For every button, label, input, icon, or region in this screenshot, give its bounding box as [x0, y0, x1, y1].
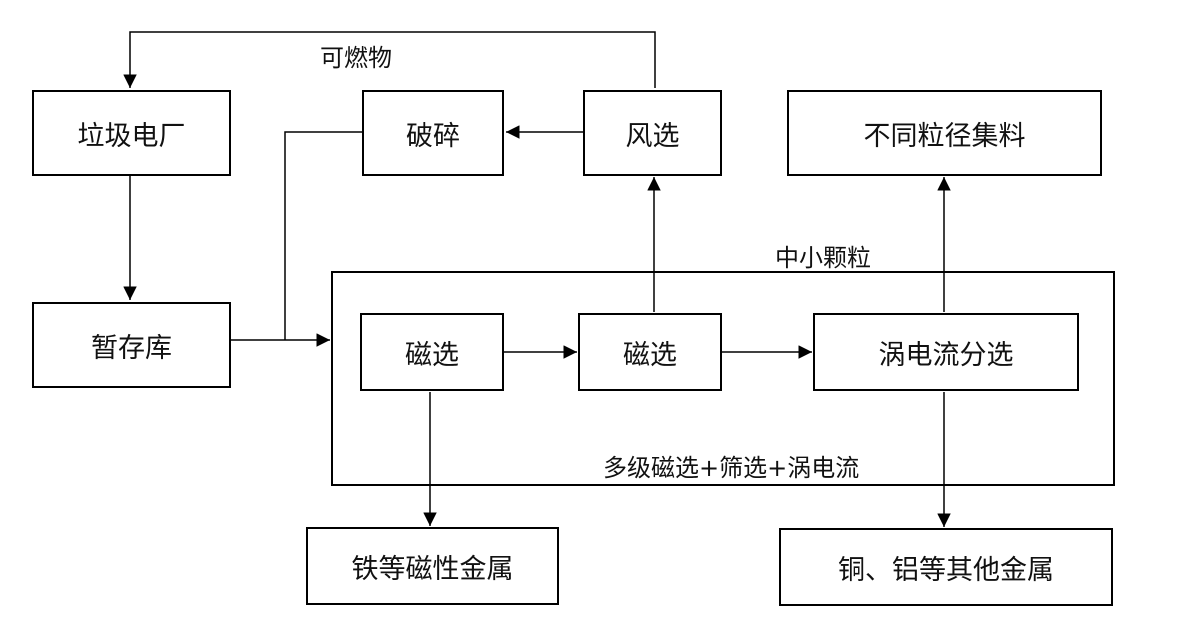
node-aggregates: 不同粒径集料	[787, 90, 1102, 176]
node-eddy-current-sep: 涡电流分选	[813, 313, 1079, 391]
node-waste-plant: 垃圾电厂	[32, 90, 231, 176]
process-group-frame	[331, 271, 1115, 486]
label-process-group: 多级磁选+筛选+涡电流	[603, 454, 860, 482]
node-magnetic-sep-2: 磁选	[578, 313, 722, 391]
label-medium-small-particles: 中小颗粒	[775, 244, 871, 272]
edge-crushing-to-feed	[284, 131, 362, 340]
node-crushing: 破碎	[362, 90, 504, 176]
node-ferrous-metals: 铁等磁性金属	[306, 527, 559, 605]
edge-combustibles-to-plant	[123, 31, 656, 88]
label-combustibles: 可燃物	[320, 44, 392, 72]
node-air-separation: 风选	[583, 90, 722, 176]
node-temp-storage: 暂存库	[32, 302, 231, 388]
node-magnetic-sep-1: 磁选	[360, 313, 504, 391]
node-nonferrous-metals: 铜、铝等其他金属	[779, 528, 1113, 606]
